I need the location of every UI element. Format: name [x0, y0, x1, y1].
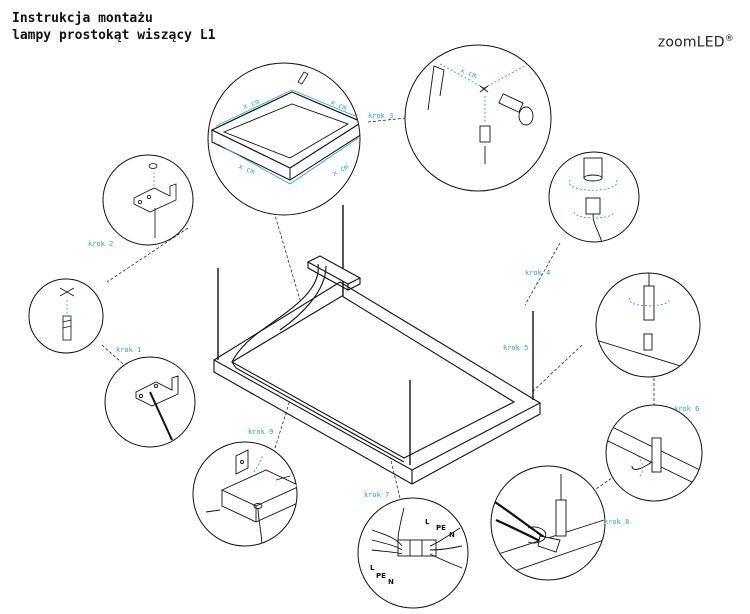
step-label-1: krok 1	[116, 346, 141, 354]
step-label-5: krok 5	[503, 344, 528, 352]
step-label-6: krok 6	[674, 405, 699, 413]
detail-circle-suspension-mount	[404, 44, 552, 192]
detail-circle-anchor	[28, 278, 104, 354]
instruction-title: Instrukcja montażu lampy prostokąt wiszą…	[12, 10, 216, 44]
brand-name: zoomLED	[657, 34, 725, 51]
detail-circle-wiring: L PE N L PE N	[357, 497, 469, 609]
wire-label-PE-bottom: PE	[376, 572, 386, 580]
registered-mark: ®	[724, 34, 734, 44]
step-label-2: krok 2	[88, 240, 113, 248]
wire-label-L-top: L	[425, 518, 430, 526]
step-label-7: krok 7	[364, 491, 389, 499]
detail-circle-cable-insert	[595, 272, 701, 378]
wire-label-L-bottom: L	[370, 564, 375, 572]
detail-circle-frame-dimensions	[207, 62, 361, 216]
wire-label-N-top: N	[449, 531, 455, 539]
lamp-frame	[212, 205, 542, 485]
step-label-9: krok 9	[248, 428, 273, 436]
wire-label-PE-top: PE	[436, 524, 446, 532]
step-label-4: krok 4	[525, 269, 550, 277]
step-label-3: krok 3	[368, 112, 393, 120]
detail-circle-bracket-rod	[104, 356, 196, 448]
title-line-2: lampy prostokąt wiszący L1	[12, 28, 216, 43]
title-line-1: Instrukcja montażu	[12, 11, 153, 26]
detail-circle-pliers	[490, 465, 606, 581]
detail-circle-box-mount	[192, 441, 298, 547]
step-label-8: krok 8	[604, 518, 629, 526]
detail-circle-bracket-screw	[102, 154, 194, 246]
detail-circle-cable-exit	[605, 404, 703, 502]
blue-labels: x cm x cm x cm x cm x cm krok 1 krok 2 k…	[88, 66, 699, 526]
brand-logo: zoomLED®	[658, 34, 734, 51]
wire-label-N-bottom: N	[388, 578, 394, 586]
detail-circle-rotate-fitting	[548, 151, 640, 243]
